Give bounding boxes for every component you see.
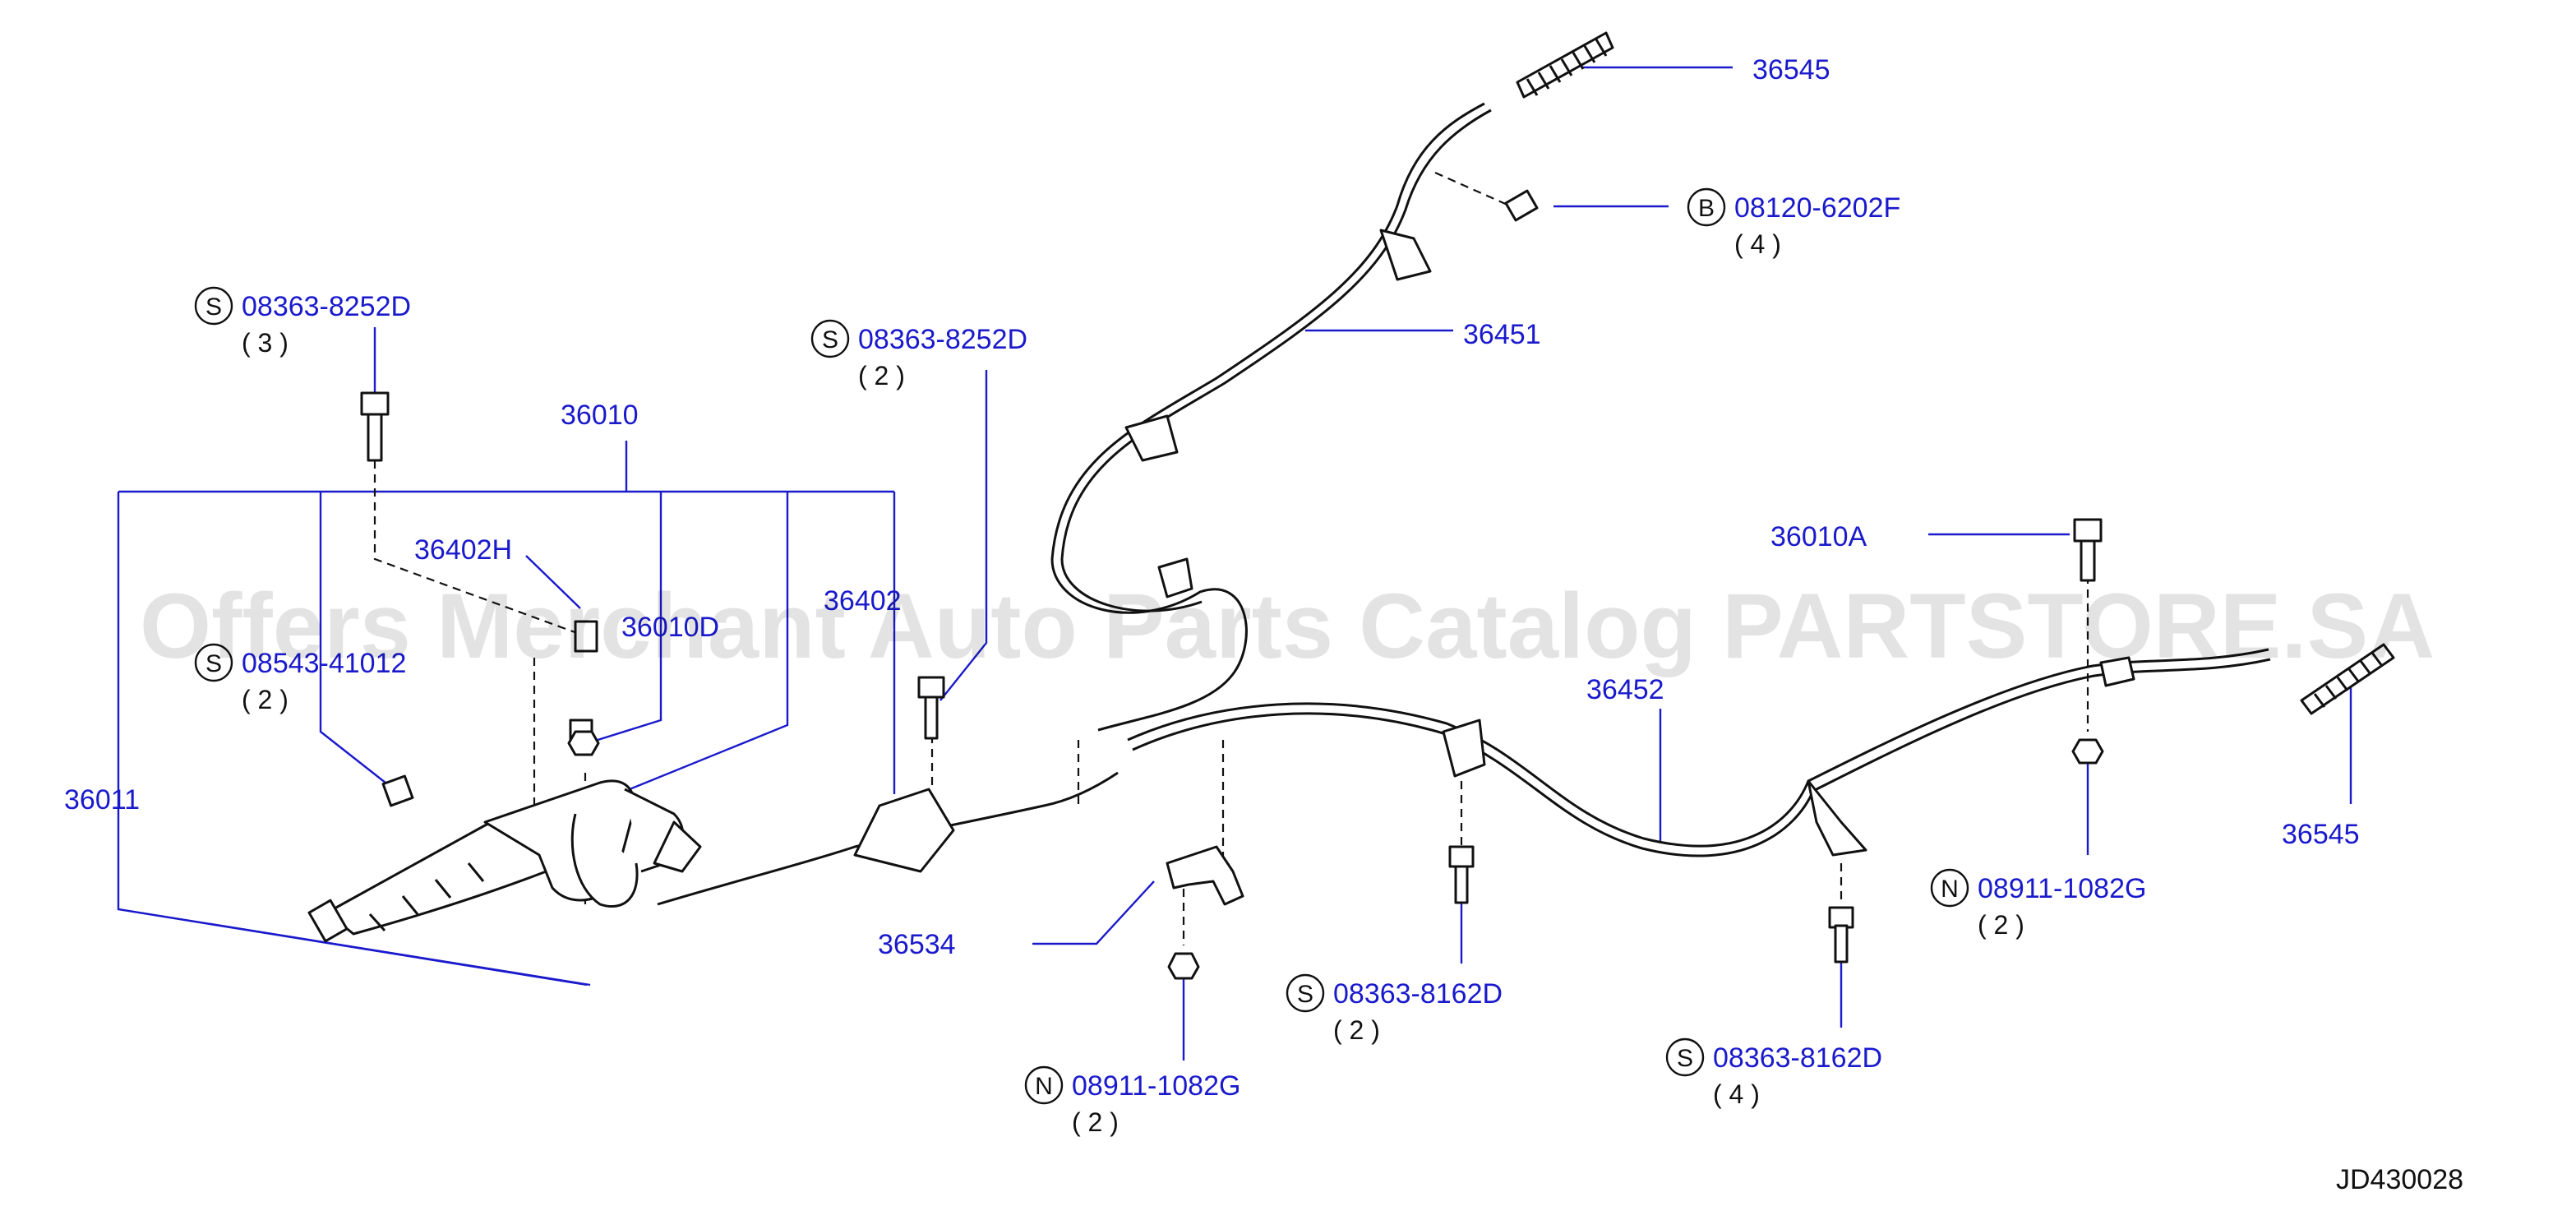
label-36534: 36534: [878, 929, 956, 960]
part-number: 36010D: [621, 612, 719, 643]
label-prefix-circle: [810, 319, 850, 358]
label-36010a: 36010A: [1770, 521, 1867, 552]
diagram-code: JD430028: [2336, 1164, 2463, 1195]
part-quantity: ( 3 ): [242, 328, 289, 358]
label-08120-6202f: B 08120-6202F ( 4 ): [1687, 187, 1900, 259]
label-prefix: S: [205, 650, 222, 677]
spring-36545-right: [2300, 643, 2395, 715]
part-number: 08363-8252D: [242, 291, 411, 322]
label-prefix-circle: [194, 286, 233, 326]
part-number: 36010: [561, 400, 639, 431]
label-prefix: S: [1677, 1045, 1693, 1072]
hand-brake-lever: [307, 779, 702, 943]
label-08363-8252d-mid: S 08363-8252D ( 2 ): [810, 319, 1027, 390]
part-number: 08363-8252D: [858, 324, 1027, 355]
part-number: 08120-6202F: [1734, 192, 1900, 224]
part-number: 36451: [1463, 319, 1541, 350]
cable-36451: [1050, 102, 1492, 732]
label-08911-1082g-right: N 08911-1082G ( 2 ): [1930, 868, 2146, 940]
part-number: 36545: [2282, 819, 2360, 850]
label-36452: 36452: [1586, 674, 1664, 705]
label-prefix-circle: [1930, 868, 1969, 908]
part-number: 08911-1082G: [1978, 873, 2146, 904]
label-prefix-circle: [194, 643, 233, 682]
label-08363-8252d-left: S 08363-8252D ( 3 ): [194, 286, 411, 358]
label-prefix-circle: [1286, 973, 1325, 1013]
label-prefix-circle: [1024, 1065, 1064, 1105]
label-prefix: N: [1941, 876, 1959, 903]
label-08363-8162d-right: S 08363-8162D ( 4 ): [1665, 1037, 1882, 1109]
label-36402: 36402: [824, 585, 902, 617]
label-prefix: B: [1698, 195, 1715, 222]
part-quantity: ( 2 ): [242, 685, 289, 714]
label-36545-top: 36545: [1752, 54, 1830, 85]
part-quantity: ( 4 ): [1713, 1079, 1760, 1109]
label-prefix: N: [1035, 1073, 1053, 1100]
label-36010d: 36010D: [621, 612, 719, 643]
label-prefix-circle: [1687, 187, 1726, 227]
part-number: 36402H: [414, 534, 512, 566]
part-number: 36011: [64, 784, 140, 816]
label-prefix: S: [822, 326, 838, 354]
part-quantity: ( 2 ): [1978, 910, 2024, 940]
label-prefix: S: [205, 293, 222, 321]
label-36010: 36010: [561, 400, 639, 431]
leader-lines: [117, 66, 2352, 1061]
part-number: 08363-8162D: [1333, 978, 1503, 1010]
label-prefix: S: [1297, 981, 1313, 1008]
part-number: 36534: [878, 929, 956, 960]
cable-36452: [1127, 648, 2271, 857]
label-08543-41012: S 08543-41012 ( 2 ): [194, 643, 406, 714]
label-36402h: 36402H: [414, 534, 512, 566]
watermark: Offers Merchant Auto Parts Catalog PARTS…: [140, 575, 2435, 677]
part-quantity: ( 2 ): [1072, 1107, 1119, 1137]
part-number: 08911-1082G: [1072, 1070, 1240, 1102]
spring-36545-top: [1516, 31, 1614, 99]
label-36451: 36451: [1463, 319, 1541, 350]
part-quantity: ( 4 ): [1734, 229, 1781, 259]
label-08911-1082g-bottom: N 08911-1082G ( 2 ): [1024, 1065, 1240, 1137]
part-number: 08363-8162D: [1713, 1042, 1882, 1074]
clip-bracket-36534: [1166, 845, 1244, 906]
cable-brackets: [853, 229, 2135, 873]
label-36545-right: 36545: [2282, 819, 2360, 850]
part-quantity: ( 2 ): [858, 361, 905, 390]
part-number: 36545: [1752, 54, 1830, 85]
nut-parts: [567, 730, 2104, 980]
part-number: 36452: [1586, 674, 1664, 705]
part-number: 36010A: [1770, 521, 1867, 552]
label-prefix-circle: [1665, 1037, 1705, 1077]
label-08363-8162d-mid: S 08363-8162D ( 2 ): [1286, 973, 1503, 1045]
label-36011: 36011: [64, 784, 140, 816]
part-number: 08543-41012: [242, 648, 406, 679]
part-quantity: ( 2 ): [1333, 1015, 1380, 1045]
part-number: 36402: [824, 585, 902, 617]
